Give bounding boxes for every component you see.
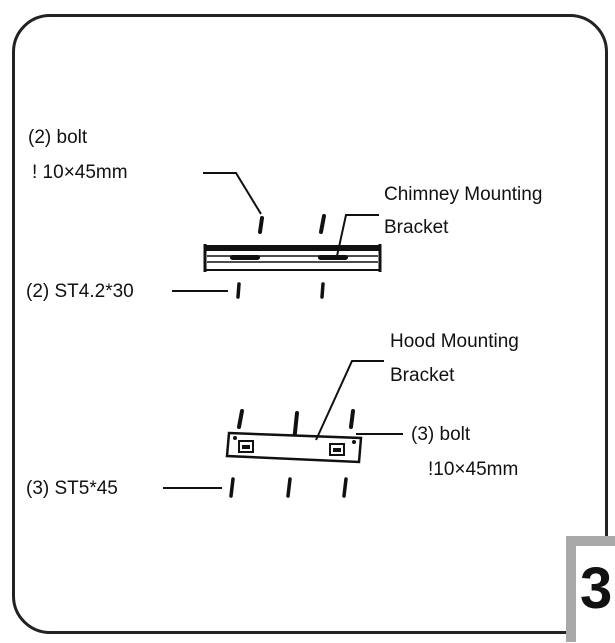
hood-bracket-label-2: Bracket [390,365,455,386]
hood-bolt-right [349,409,355,429]
bottom-bolt-count-label: (3) bolt [411,424,471,445]
top-bolt-size-label: ! 10×45mm [32,162,128,183]
bottom-screw-label: (3) ST5*45 [26,478,118,499]
hood-mounting-bracket [225,431,363,464]
hood-bracket-label-1: Hood Mounting [390,331,519,352]
leader-chimney-bracket [336,214,379,257]
top-bolt-count-label: (2) bolt [28,127,88,148]
top-bolt-right [319,214,326,234]
hood-bolt-left [237,409,244,429]
bottom-screw-right [342,477,348,498]
leader-hood-bracket [315,360,384,441]
chimney-bracket-label-1: Chimney Mounting [384,184,543,205]
top-screw-right [320,282,325,299]
bottom-bolt-size-label: !10×45mm [428,459,519,480]
chimney-bracket-label-2: Bracket [384,217,449,238]
top-screw-left [236,282,241,299]
step-badge: 3 [566,536,615,642]
step-number: 3 [580,556,613,621]
top-bolt-left [258,216,264,234]
top-screw-label: (2) ST4.2*30 [26,281,134,302]
chimney-mounting-bracket [203,244,382,272]
diagram-frame [12,14,608,634]
leader-top-bolt [203,172,262,215]
bottom-screw-left [229,477,235,498]
bottom-screw-middle [286,477,292,498]
